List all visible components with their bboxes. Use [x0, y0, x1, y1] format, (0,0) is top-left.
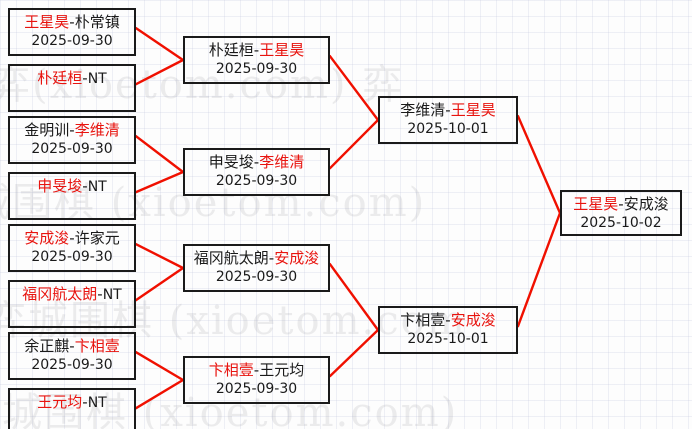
match-players: 王元均-NT: [37, 393, 106, 413]
match-players: 李维清-王星昊: [400, 101, 495, 120]
player-name-left: 申旻埈: [208, 153, 254, 171]
match-date: 2025-09-30: [215, 269, 298, 285]
player-name-left: 卞相壹: [208, 361, 254, 379]
player-separator: -: [82, 69, 88, 87]
player-separator: -: [618, 195, 624, 213]
match-date: 2025-09-30: [31, 141, 113, 157]
match-players: 福冈航太朗-NT: [22, 285, 121, 305]
match-date: 2025-09-30: [31, 249, 113, 265]
match-box[interactable]: 王元均-NT: [8, 388, 136, 429]
match-players: 王星昊-安成浚: [573, 195, 668, 214]
player-name-right: NT: [87, 395, 107, 411]
match-players: 卞相壹-王元均: [209, 361, 304, 380]
player-separator: -: [82, 393, 88, 411]
player-name-left: 金明训: [24, 121, 70, 139]
player-separator: -: [82, 177, 88, 195]
player-name-right: NT: [87, 179, 107, 195]
player-name-left: 福冈航太朗: [22, 285, 98, 303]
player-name-left: 朴廷桓: [208, 41, 254, 59]
match-players: 福冈航太朗-安成浚: [194, 249, 319, 268]
match-players: 安成浚-许家元: [24, 229, 119, 248]
player-name-right: NT: [87, 71, 107, 87]
player-name-left: 王星昊: [573, 195, 619, 213]
player-name-right: 安成浚: [623, 195, 669, 213]
match-date: 2025-09-30: [215, 173, 298, 189]
match-players: 卞相壹-安成浚: [400, 311, 495, 330]
match-players: 申旻埈-李维清: [209, 153, 304, 172]
match-box[interactable]: 朴廷桓-NT: [8, 64, 136, 112]
player-separator: -: [445, 311, 451, 329]
player-name-right: 李维清: [259, 153, 305, 171]
match-date: 2025-09-30: [31, 357, 113, 373]
player-separator: -: [69, 13, 75, 31]
player-separator: -: [97, 285, 103, 303]
player-name-left: 福冈航太朗: [193, 249, 269, 267]
match-players: 金明训-李维清: [24, 121, 119, 140]
player-name-right: 安成浚: [450, 311, 496, 329]
match-date: 2025-09-30: [215, 381, 298, 397]
player-separator: -: [69, 229, 75, 247]
player-name-right: 李维清: [74, 121, 120, 139]
match-players: 申旻埈-NT: [37, 177, 106, 197]
player-name-left: 王星昊: [24, 13, 70, 31]
match-box[interactable]: 福冈航太朗-NT: [8, 280, 136, 328]
player-separator: -: [69, 337, 75, 355]
player-name-left: 王元均: [37, 393, 83, 411]
match-box[interactable]: 申旻埈-NT: [8, 172, 136, 220]
player-name-right: 王星昊: [259, 41, 305, 59]
player-name-left: 安成浚: [24, 229, 70, 247]
player-separator: -: [69, 121, 75, 139]
player-name-left: 余正麒: [24, 337, 70, 355]
player-name-right: NT: [102, 287, 122, 303]
player-name-right: 王星昊: [450, 101, 496, 119]
player-separator: -: [445, 101, 451, 119]
player-name-right: 许家元: [74, 229, 120, 247]
player-name-left: 卞相壹: [400, 311, 446, 329]
match-date: 2025-10-01: [407, 121, 489, 137]
player-name-right: 安成浚: [274, 249, 320, 267]
match-date: 2025-09-30: [215, 61, 298, 77]
match-date: 2025-10-02: [580, 215, 662, 231]
player-name-right: 卞相壹: [74, 337, 120, 355]
player-name-left: 李维清: [400, 101, 446, 119]
player-name-right: 王元均: [259, 361, 305, 379]
player-separator: -: [253, 153, 260, 171]
match-players: 朴廷桓-NT: [37, 69, 106, 89]
player-name-left: 申旻埈: [37, 177, 83, 195]
match-players: 朴廷桓-王星昊: [209, 41, 304, 60]
player-separator: -: [253, 361, 260, 379]
player-name-right: 朴常镇: [74, 13, 120, 31]
match-players: 余正麒-卞相壹: [24, 337, 119, 356]
player-name-left: 朴廷桓: [37, 69, 83, 87]
match-players: 王星昊-朴常镇: [24, 13, 119, 32]
player-separator: -: [253, 41, 260, 59]
match-date: 2025-09-30: [31, 33, 113, 49]
player-separator: -: [268, 249, 275, 267]
match-date: 2025-10-01: [407, 331, 489, 347]
